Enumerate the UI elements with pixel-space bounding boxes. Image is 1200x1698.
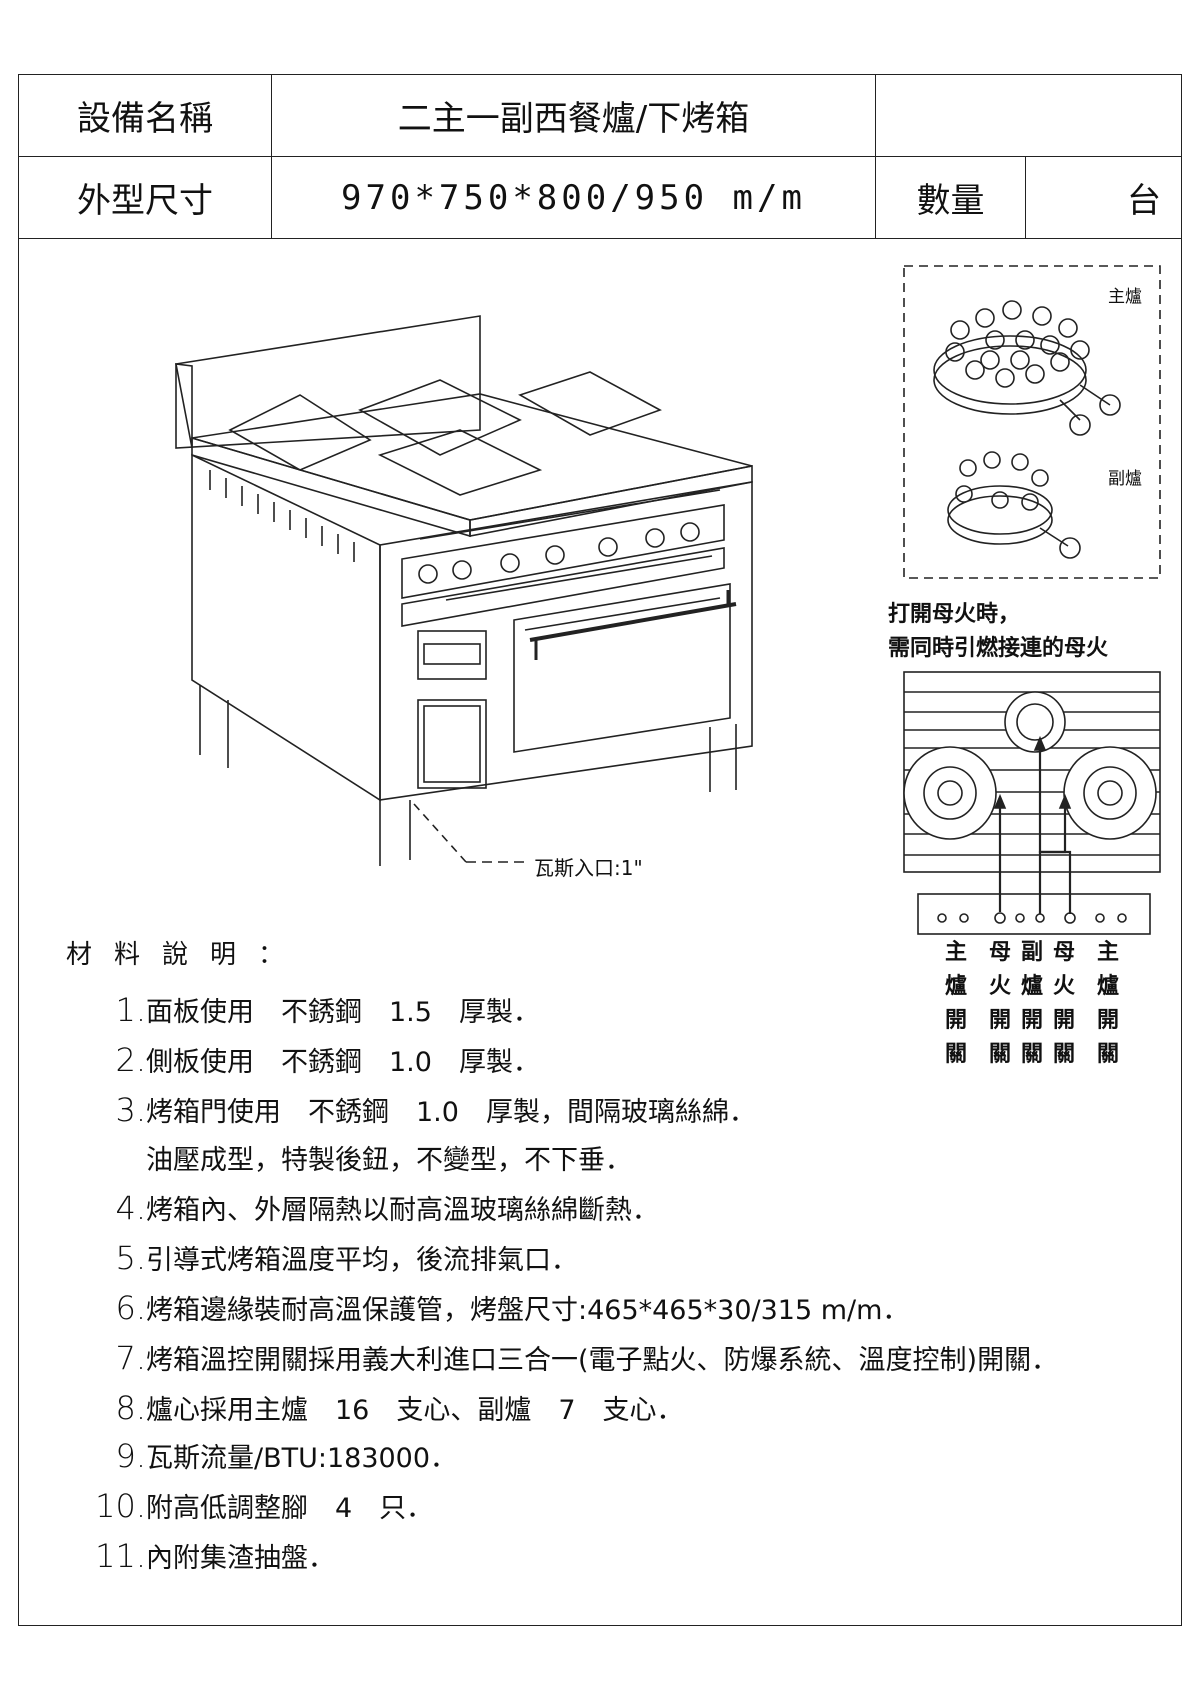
quantity-unit: 台 [1127, 181, 1161, 221]
header-row-name: 設備名稱 二主一副西餐爐/下烤箱 [19, 75, 1181, 157]
dimension-label: 外型尺寸 [19, 157, 272, 238]
cooktop-plan [903, 671, 1161, 935]
sub-burner-label: 副爐 [1108, 469, 1142, 489]
switch-label-main-left: 主爐開關 [944, 940, 967, 1067]
spec-item: 10.附高低調整腳 4 只． [95, 1487, 434, 1525]
range-illustration [175, 315, 753, 866]
pilot-note-line2: 需同時引燃接連的母火 [888, 636, 1109, 661]
spec-item: 9.瓦斯流量/BTU:183000． [115, 1437, 458, 1475]
spec-sheet: 設備名稱 二主一副西餐爐/下烤箱 外型尺寸 970*750*800/950 m/… [18, 74, 1182, 1626]
spec-item: 4.烤箱內、外層隔熱以耐高溫玻璃絲綿斷熱． [115, 1189, 659, 1227]
switch-label-pilot-left: 母火開關 [988, 940, 1011, 1067]
main-burner-label: 主爐 [1108, 287, 1142, 307]
header-row-size: 外型尺寸 970*750*800/950 m/m 數量 台 [19, 157, 1181, 239]
switch-label-main-right: 主爐開關 [1096, 940, 1119, 1067]
sub-burner-icon [947, 451, 1081, 559]
spec-item: 1.面板使用 不銹鋼 1.5 厚製． [115, 991, 540, 1029]
gas-inlet-label: 瓦斯入口:1" [534, 856, 643, 880]
spec-item: 2.側板使用 不銹鋼 1.0 厚製． [115, 1041, 540, 1079]
spec-item: 8.爐心採用主爐 16 支心、副爐 7 支心． [115, 1389, 684, 1427]
main-burner-icon [933, 300, 1121, 436]
dimension-value: 970*750*800/950 m/m [272, 157, 876, 238]
spec-item: 油壓成型，特製後鈕，不變型，不下垂． [146, 1145, 632, 1176]
pilot-note-line1: 打開母火時， [888, 602, 1021, 627]
quantity-label: 數量 [876, 157, 1026, 238]
equipment-name-label: 設備名稱 [19, 75, 272, 156]
equipment-name-value: 二主一副西餐爐/下烤箱 [272, 75, 876, 156]
burner-inset-frame [903, 265, 1161, 579]
spec-item: 5.引導式烤箱溫度平均，後流排氣口． [115, 1239, 578, 1277]
spec-item: 7.烤箱溫控開關採用義大利進口三合一(電子點火、防爆系統、溫度控制)開關． [115, 1339, 1059, 1377]
spec-item: 11.內附集渣抽盤． [95, 1537, 335, 1575]
switch-label-pilot-right: 母火開關 [1052, 940, 1075, 1067]
spec-item: 3.烤箱門使用 不銹鋼 1.0 厚製，間隔玻璃絲綿． [115, 1091, 756, 1129]
materials-title: 材料說明： [66, 940, 307, 970]
spec-item: 6.烤箱邊緣裝耐高溫保護管，烤盤尺寸:465*465*30/315 m/m． [115, 1289, 910, 1327]
switch-label-sub: 副爐開關 [1020, 940, 1043, 1067]
